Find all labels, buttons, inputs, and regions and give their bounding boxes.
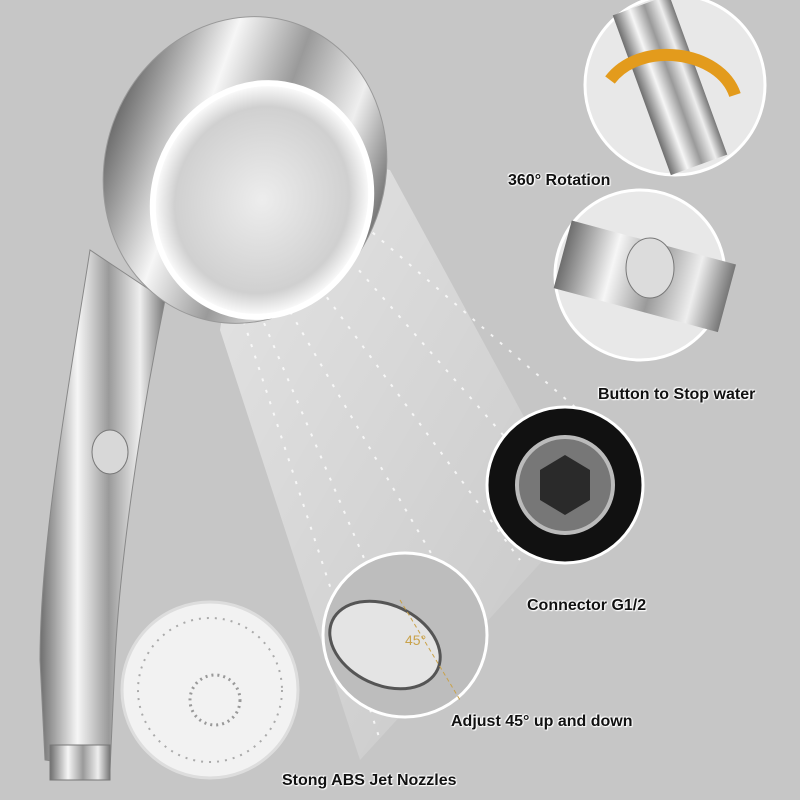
inset-stop-button [553,188,736,362]
inset-nozzles [120,600,300,780]
inset-adjust: 45° [321,551,489,719]
inset-connector [485,405,645,565]
angle-marker-text: 45° [405,632,426,648]
feature-label-nozzles: Stong ABS Jet Nozzles [282,772,457,789]
shower-handle [39,249,166,781]
feature-label-adjust: Adjust 45° up and down [451,713,633,730]
feature-label-rotation: 360° Rotation [508,172,611,189]
inset-rotation [583,0,767,177]
hose-connector [49,744,111,781]
shower-head [102,16,388,324]
feature-label-stop-button: Button to Stop water [598,386,756,403]
feature-label-connector: Connector G1/2 [527,597,647,614]
stop-water-button [91,429,129,475]
